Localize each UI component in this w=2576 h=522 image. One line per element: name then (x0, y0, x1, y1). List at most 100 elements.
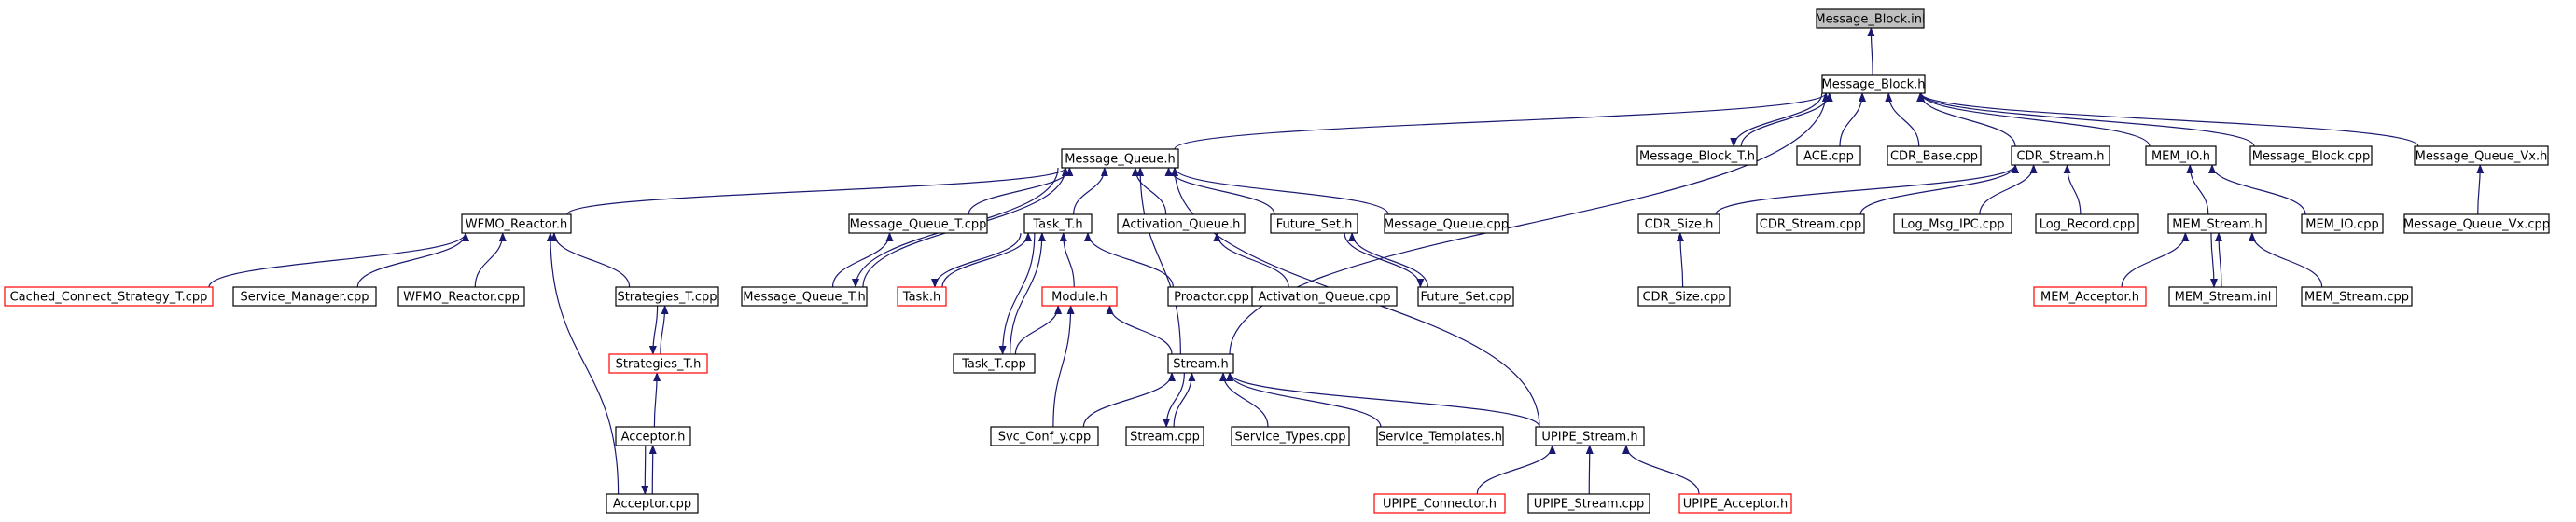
edge-mb-cpp-to-mb-h (1917, 92, 2255, 147)
graph-node-cdrsz-cpp[interactable]: CDR_Size.cpp (1637, 286, 1731, 307)
node-label: Future_Set.cpp (1420, 291, 1511, 305)
graph-node-actq-cpp[interactable]: Activation_Queue.cpp (1251, 286, 1398, 307)
node-label: Future_Set.h (1276, 218, 1353, 232)
graph-node-mems-inl[interactable]: MEM_Stream.inl (2168, 286, 2277, 307)
graph-node-acc-h[interactable]: Acceptor.h (615, 426, 691, 446)
graph-node-cdrs-cpp[interactable]: CDR_Stream.cpp (1756, 213, 1865, 234)
graph-node-wfmo-cpp[interactable]: WFMO_Reactor.cpp (397, 286, 525, 307)
graph-node-memio-h[interactable]: MEM_IO.h (2145, 145, 2217, 166)
graph-node-strat-cpp[interactable]: Strategies_T.cpp (615, 286, 719, 307)
node-box (1637, 286, 1731, 307)
graph-node-mbt-h[interactable]: Message_Block_T.h (1636, 145, 1758, 166)
graph-node-stream-cpp[interactable]: Stream.cpp (1125, 426, 1204, 446)
node-label: WFMO_Reactor.cpp (403, 291, 520, 305)
graph-node-mb-h[interactable]: Message_Block.h (1821, 74, 1926, 94)
edge-cdrsz-cpp-to-cdrsz-h (1676, 232, 1684, 288)
graph-node-upacc-h[interactable]: UPIPE_Acceptor.h (1678, 493, 1792, 514)
graph-node-svctypes-cpp[interactable]: Service_Types.cpp (1231, 426, 1350, 446)
graph-node-memacc-h[interactable]: MEM_Acceptor.h (2033, 286, 2147, 307)
graph-node-module-h[interactable]: Module.h (1041, 286, 1118, 307)
graph-node-wfmo-h[interactable]: WFMO_Reactor.h (461, 213, 572, 234)
node-box (1796, 145, 1861, 166)
node-box (1117, 213, 1246, 234)
node-box (897, 286, 947, 307)
edge-ccst-cpp-to-wfmo-h (208, 232, 469, 288)
graph-node-fset-h[interactable]: Future_Set.h (1270, 213, 1358, 234)
graph-node-upipe-h[interactable]: UPIPE_Stream.h (1535, 426, 1645, 446)
graph-node-logipc-cpp[interactable]: Log_Msg_IPC.cpp (1893, 213, 2012, 234)
edge-mqvx-cpp-to-mqvx-h (2476, 164, 2485, 215)
graph-node-mq-h[interactable]: Message_Queue.h (1061, 148, 1179, 169)
graph-node-svcconf-cpp[interactable]: Svc_Conf_y.cpp (990, 426, 1099, 446)
graph-node-mqvx-cpp[interactable]: Message_Queue_Vx.cpp (2403, 213, 2550, 234)
graph-node-mems-cpp[interactable]: MEM_Stream.cpp (2301, 286, 2413, 307)
graph-node-taskt-cpp[interactable]: Task_T.cpp (953, 353, 1036, 374)
graph-node-acc-cpp[interactable]: Acceptor.cpp (606, 493, 699, 514)
edge-taskt-h-to-taskt-cpp (998, 232, 1036, 355)
graph-node-logrec-cpp[interactable]: Log_Record.cpp (2035, 213, 2139, 234)
node-box (1756, 213, 1865, 234)
node-label: Log_Msg_IPC.cpp (1901, 218, 2005, 232)
graph-node-mqt-cpp[interactable]: Message_Queue_T.cpp (848, 213, 988, 234)
graph-node-mb-inl[interactable]: Message_Block.inl (1815, 8, 1926, 29)
edge-mems-inl-to-mems-h (2215, 232, 2223, 288)
node-label: Message_Block_T.h (1639, 150, 1755, 164)
node-label: Message_Queue_Vx.cpp (2403, 218, 2550, 232)
graph-node-upipe-cpp[interactable]: UPIPE_Stream.cpp (1527, 493, 1650, 514)
graph-node-task-h[interactable]: Task.h (897, 286, 947, 307)
node-label: UPIPE_Stream.cpp (1534, 498, 1645, 512)
graph-node-upconn-h[interactable]: UPIPE_Connector.h (1373, 493, 1506, 514)
graph-node-ccst-cpp[interactable]: Cached_Connect_Strategy_T.cpp (4, 286, 214, 307)
edge-taskt-h-to-task-h (931, 232, 1022, 288)
graph-node-actq-h[interactable]: Activation_Queue.h (1117, 213, 1246, 234)
graph-node-cdrb-cpp[interactable]: CDR_Base.cpp (1887, 145, 1982, 166)
node-label: Message_Block.cpp (2252, 150, 2370, 164)
node-box (953, 353, 1036, 374)
node-label: Activation_Queue.h (1122, 218, 1241, 232)
edge-svcconf-cpp-to-stream-h (1082, 372, 1176, 428)
node-box (2249, 145, 2373, 166)
node-box (615, 426, 691, 446)
edge-fset-h-to-mq-h (1164, 167, 1275, 215)
node-box (2301, 213, 2384, 234)
node-box (1251, 286, 1398, 307)
node-box (2301, 286, 2413, 307)
graph-node-mb-cpp[interactable]: Message_Block.cpp (2249, 145, 2373, 166)
graph-node-memio-cpp[interactable]: MEM_IO.cpp (2301, 213, 2384, 234)
graph-node-strat-h[interactable]: Strategies_T.h (608, 353, 708, 374)
node-box (990, 426, 1099, 446)
node-label: Cached_Connect_Strategy_T.cpp (10, 291, 208, 305)
graph-node-fset-cpp[interactable]: Future_Set.cpp (1417, 286, 1514, 307)
edge-cdrb-cpp-to-mb-h (1885, 92, 1920, 147)
edge-upipe-cpp-to-upipe-h (1585, 445, 1594, 495)
node-box (1023, 213, 1093, 234)
graph-node-cdrsz-h[interactable]: CDR_Size.h (1637, 213, 1720, 234)
graph-node-svctmpl-h[interactable]: Service_Templates.h (1376, 426, 1504, 446)
graph-node-mq-cpp[interactable]: Message_Queue.cpp (1384, 213, 1509, 234)
node-label: Acceptor.cpp (613, 498, 691, 512)
edge-cdrsz-h-to-cdrs-h (1715, 164, 2019, 215)
graph-node-ace-cpp[interactable]: ACE.cpp (1796, 145, 1861, 166)
graph-node-mqt-h[interactable]: Message_Queue_T.h (741, 286, 868, 307)
node-label: Acceptor.h (621, 431, 686, 445)
edge-strat-cpp-to-strat-h (648, 305, 659, 355)
node-box (232, 286, 377, 307)
graph-node-mqvx-h[interactable]: Message_Queue_Vx.h (2414, 145, 2549, 166)
node-box (1893, 213, 2012, 234)
graph-node-mems-h[interactable]: MEM_Stream.h (2167, 213, 2267, 234)
edge-mems-cpp-to-mems-h (2248, 232, 2323, 288)
edge-cdrs-h-to-mb-h (1916, 92, 2016, 147)
node-label: CDR_Size.cpp (1642, 291, 1725, 305)
graph-node-svcmgr-cpp[interactable]: Service_Manager.cpp (232, 286, 377, 307)
edge-fset-h-to-fset-cpp (1344, 232, 1425, 288)
node-box (2035, 213, 2139, 234)
graph-node-cdrs-h[interactable]: CDR_Stream.h (2011, 145, 2110, 166)
graph-node-stream-h[interactable]: Stream.h (1167, 353, 1234, 374)
node-box (461, 213, 572, 234)
graph-node-proactor-cpp[interactable]: Proactor.cpp (1167, 286, 1256, 307)
graph-node-taskt-h[interactable]: Task_T.h (1023, 213, 1093, 234)
node-box (2011, 145, 2110, 166)
node-box (2033, 286, 2147, 307)
edge-svcmgr-cpp-to-wfmo-h (356, 232, 469, 288)
node-label: CDR_Size.h (1645, 218, 1714, 232)
